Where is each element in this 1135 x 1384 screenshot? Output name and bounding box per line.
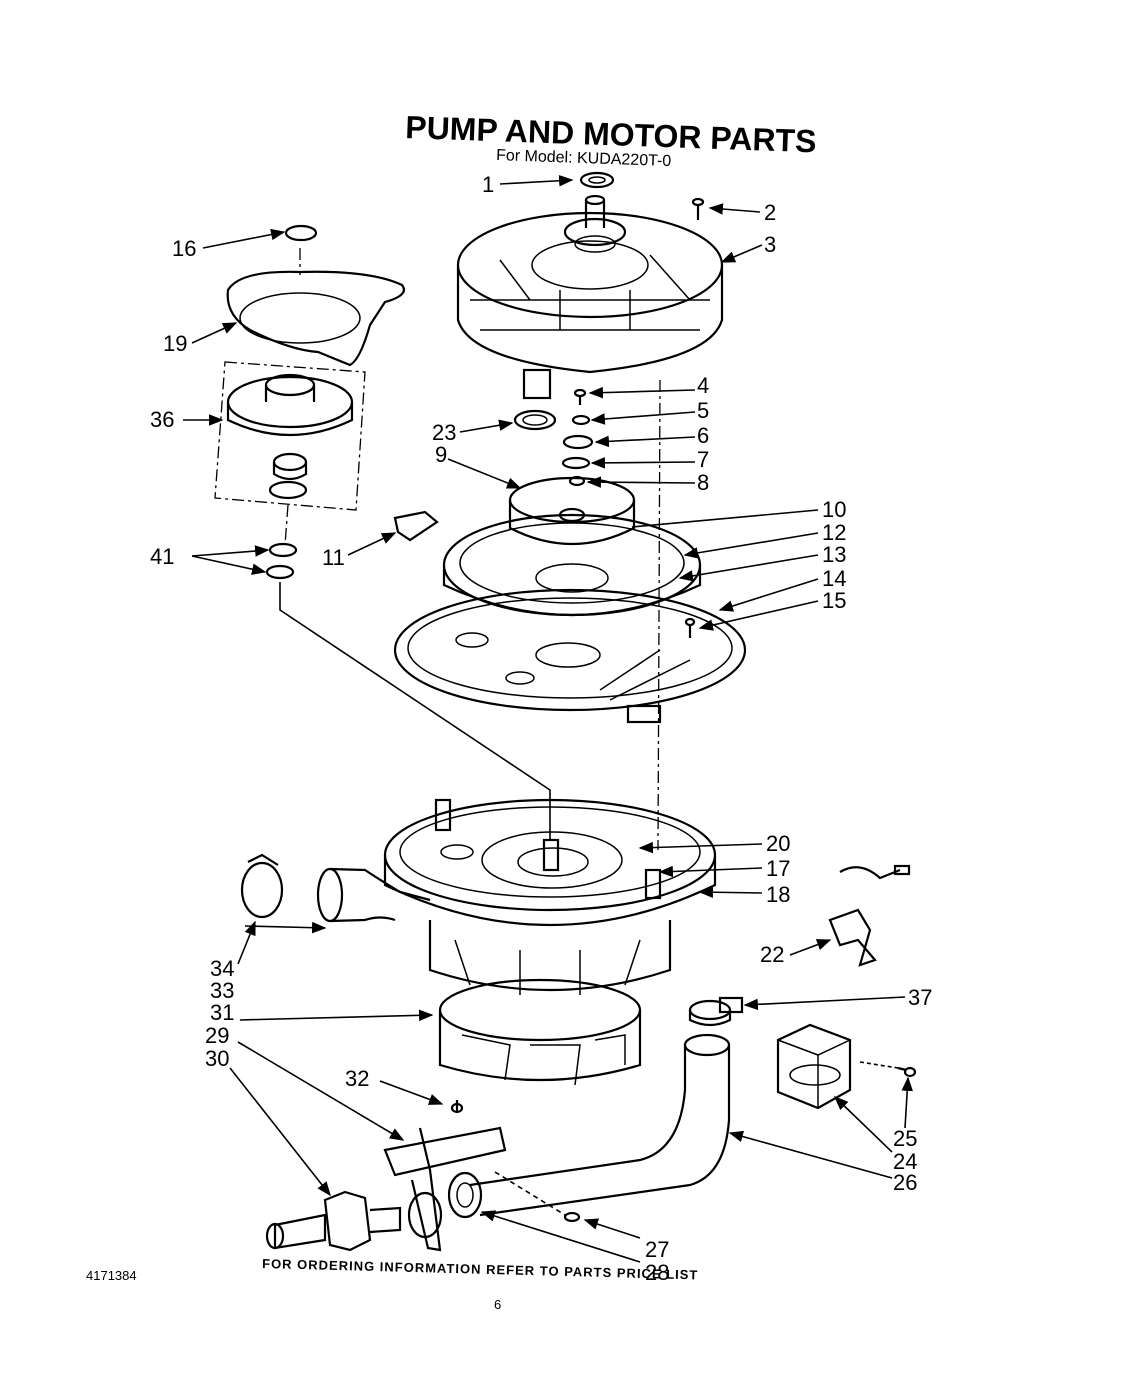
callout-24: 24 xyxy=(893,1149,917,1174)
callout-3: 3 xyxy=(764,232,776,257)
drain-hose-part-26 xyxy=(469,1033,731,1217)
callout-9: 9 xyxy=(435,442,447,467)
callout-36: 36 xyxy=(150,407,174,432)
callout-31: 31 xyxy=(210,1000,234,1025)
callout-23: 23 xyxy=(432,420,456,445)
base-housing xyxy=(383,798,717,1086)
clamp-part-34 xyxy=(240,853,284,919)
screw-part-15 xyxy=(684,617,696,638)
washer-part-41-lower xyxy=(265,564,295,580)
callout-1: 1 xyxy=(482,172,494,197)
small-parts-stack xyxy=(561,388,594,487)
callout-15: 15 xyxy=(822,588,846,613)
callout-33: 33 xyxy=(210,978,234,1003)
page-number: 6 xyxy=(494,1297,501,1312)
bracket-part-29 xyxy=(383,1126,507,1252)
callout-14: 14 xyxy=(822,566,846,591)
callout-27: 27 xyxy=(645,1237,669,1262)
callout-28: 28 xyxy=(645,1260,669,1285)
pump-housing-parts-12-13 xyxy=(442,513,702,617)
callout-6: 6 xyxy=(697,423,709,448)
seal-part-23 xyxy=(513,409,557,431)
callout-30: 30 xyxy=(205,1046,229,1071)
model-subtitle: For Model: KUDA220T-0 xyxy=(496,147,672,170)
callout-20: 20 xyxy=(766,831,790,856)
leader-lines xyxy=(183,174,913,1263)
callout-4: 4 xyxy=(697,373,709,398)
motor-assembly xyxy=(456,194,724,400)
callout-18: 18 xyxy=(766,882,790,907)
switch-part-24 xyxy=(776,1023,852,1110)
callout-22: 22 xyxy=(760,942,784,967)
callout-13: 13 xyxy=(822,542,846,567)
callout-10: 10 xyxy=(822,497,846,522)
clamp-part-28 xyxy=(447,1171,483,1219)
document-number: 4171384 xyxy=(86,1268,137,1283)
callout-8: 8 xyxy=(697,470,709,495)
callout-32: 32 xyxy=(345,1066,369,1091)
seal-part-1 xyxy=(579,171,615,189)
clamp-part-37 xyxy=(688,996,744,1027)
callout-16: 16 xyxy=(172,236,196,261)
callout-11: 11 xyxy=(322,545,345,570)
screw-part-25 xyxy=(897,1066,917,1078)
callout-5: 5 xyxy=(697,398,709,423)
oring-part-16 xyxy=(284,224,318,242)
dash-lead-41 xyxy=(279,582,551,840)
screw-part-32 xyxy=(450,1100,464,1114)
callout-29: 29 xyxy=(205,1023,229,1048)
callout-7: 7 xyxy=(697,447,709,472)
screw-part-2 xyxy=(691,197,705,220)
impeller-part-9 xyxy=(508,476,636,546)
callout-37: 37 xyxy=(908,985,932,1010)
callout-34: 34 xyxy=(210,956,234,981)
washer-part-41-upper xyxy=(268,542,298,558)
gasket-part-19 xyxy=(226,270,406,367)
callout-2: 2 xyxy=(764,200,776,225)
bracket-part-22 xyxy=(828,864,911,967)
clip-part-11 xyxy=(393,510,439,542)
screw-part-27 xyxy=(563,1211,581,1223)
hose-part-33 xyxy=(316,867,431,923)
pump-plate-part-14 xyxy=(393,588,747,724)
callout-26: 26 xyxy=(893,1170,917,1195)
callout-17: 17 xyxy=(766,856,790,881)
callout-41: 41 xyxy=(150,544,174,569)
callout-12: 12 xyxy=(822,520,846,545)
callout-19: 19 xyxy=(163,331,187,356)
fitting-part-30 xyxy=(265,1190,443,1252)
callout-numbers: 1 2 3 4 5 6 7 8 9 10 11 12 13 14 15 16 1… xyxy=(150,172,932,1285)
callout-25: 25 xyxy=(893,1126,917,1151)
assembly-part-36 xyxy=(214,361,366,511)
